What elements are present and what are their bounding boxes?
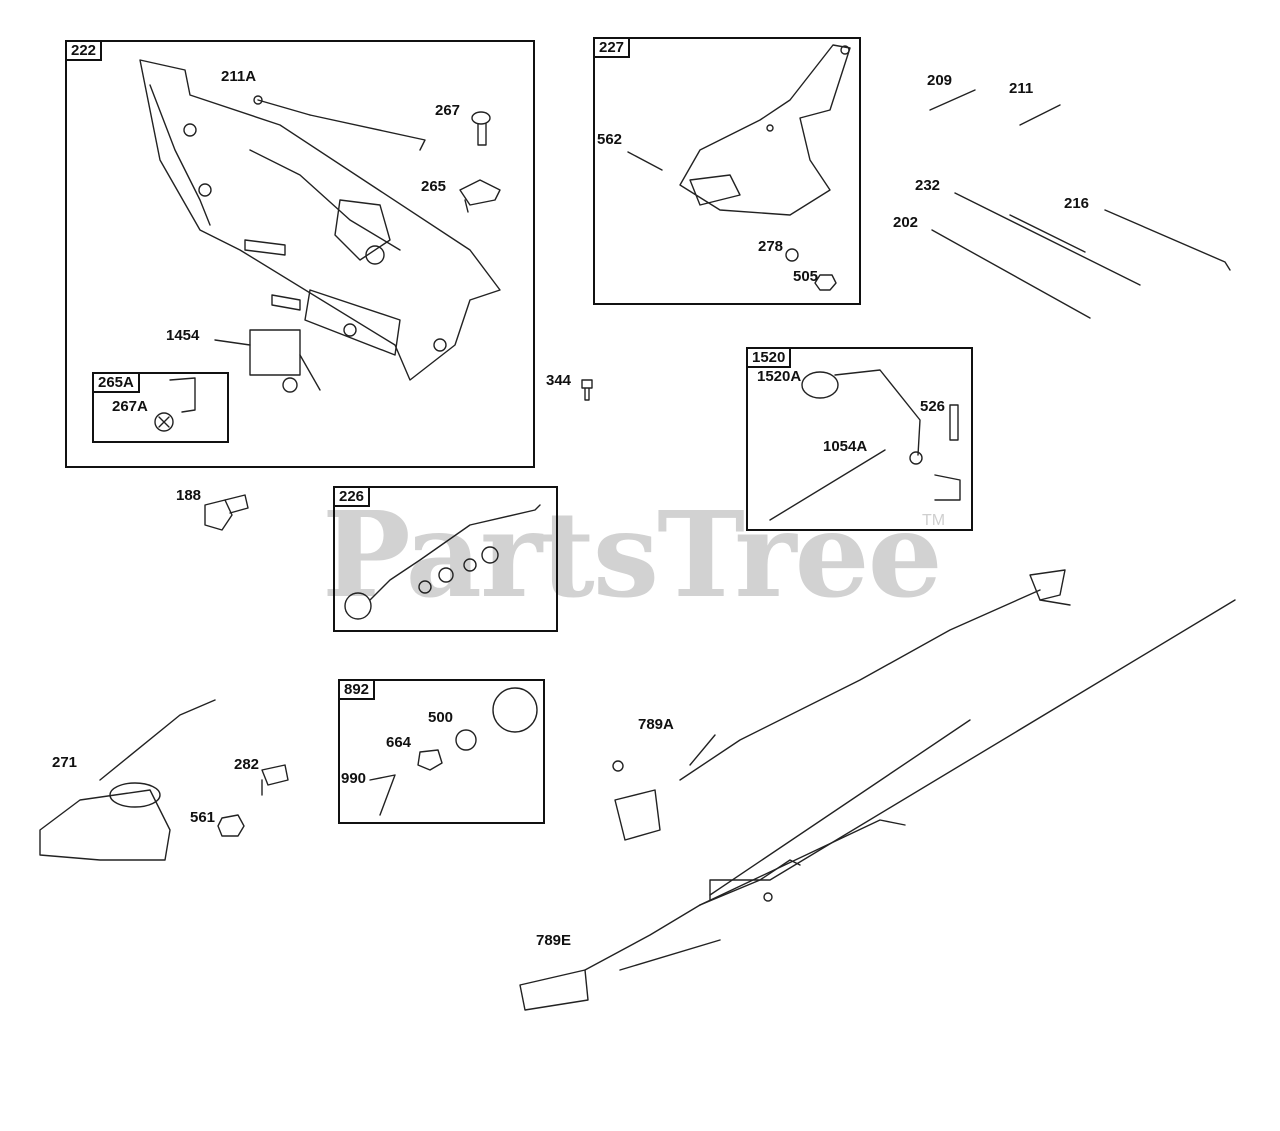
callout-789e: 789E — [536, 932, 572, 949]
spring-211a-drawing — [253, 95, 426, 151]
ignition-892-drawing — [369, 687, 538, 816]
watermark: PartsTree — [322, 485, 943, 624]
pin-562-drawing — [627, 151, 663, 171]
callout-271: 271 — [52, 754, 78, 771]
box-1520: 1520 — [746, 347, 973, 531]
callout-202: 202 — [893, 214, 919, 231]
rod-232-drawing — [954, 192, 1141, 286]
pedal-227-drawing — [679, 44, 851, 216]
switch-1520-drawing — [769, 369, 961, 521]
solenoid-1454-drawing — [214, 329, 321, 393]
watermark-trademark: TM — [922, 512, 946, 529]
callout-278: 278 — [758, 238, 784, 255]
screw-344-drawing — [581, 379, 593, 401]
box-265a: 265A — [92, 372, 229, 443]
harness-789e-drawing — [519, 599, 1236, 1011]
box-265a-tag: 265A — [92, 372, 140, 393]
box-1520-tag: 1520 — [746, 347, 792, 368]
callout-211a: 211A — [221, 68, 257, 85]
spring-211-drawing — [1019, 104, 1061, 126]
callout-1054a: 1054A — [823, 438, 868, 455]
spring-209-drawing — [929, 89, 976, 111]
callout-562: 562 — [597, 131, 623, 148]
box-226-tag: 226 — [333, 486, 371, 507]
callout-664: 664 — [386, 734, 412, 751]
bolt-188-drawing — [204, 494, 249, 531]
callout-990: 990 — [341, 770, 367, 787]
callout-265: 265 — [421, 178, 447, 195]
callout-267a: 267A — [112, 398, 148, 415]
callout-344: 344 — [546, 372, 572, 389]
callout-526: 526 — [920, 398, 946, 415]
control-bracket-drawing — [139, 59, 501, 381]
rod-216-drawing — [1104, 209, 1231, 271]
nut-505-drawing — [814, 274, 837, 291]
callout-267: 267 — [435, 102, 461, 119]
box-226: 226 — [333, 486, 558, 632]
box-222-tag: 222 — [65, 40, 103, 61]
callout-500: 500 — [428, 709, 454, 726]
callout-561: 561 — [190, 809, 216, 826]
throttle-271-drawing — [39, 699, 216, 861]
box-892: 892 — [338, 679, 545, 824]
box-222: 222 — [65, 40, 535, 468]
callout-209: 209 — [927, 72, 953, 89]
clip-265-drawing — [459, 179, 501, 213]
callout-789a: 789A — [638, 716, 674, 733]
callout-211: 211 — [1009, 80, 1034, 97]
bolt-282-drawing — [261, 764, 289, 796]
clip-265a-drawing — [154, 377, 196, 432]
callout-232: 232 — [915, 177, 941, 194]
box-892-tag: 892 — [338, 679, 376, 700]
callout-282: 282 — [234, 756, 260, 773]
choke-226-drawing — [344, 504, 541, 620]
box-227: 227 — [593, 37, 861, 305]
bolt-267-drawing — [471, 111, 491, 146]
callout-188: 188 — [176, 487, 202, 504]
callout-1454: 1454 — [166, 327, 200, 344]
box-227-tag: 227 — [593, 37, 631, 58]
nut-561-drawing — [217, 814, 245, 837]
washer-278-drawing — [785, 248, 799, 262]
callout-505: 505 — [793, 268, 819, 285]
callout-1520a: 1520A — [757, 368, 802, 385]
callout-216: 216 — [1064, 195, 1090, 212]
rod-202-drawing — [931, 229, 1091, 319]
harness-789a-drawing — [612, 569, 1071, 841]
